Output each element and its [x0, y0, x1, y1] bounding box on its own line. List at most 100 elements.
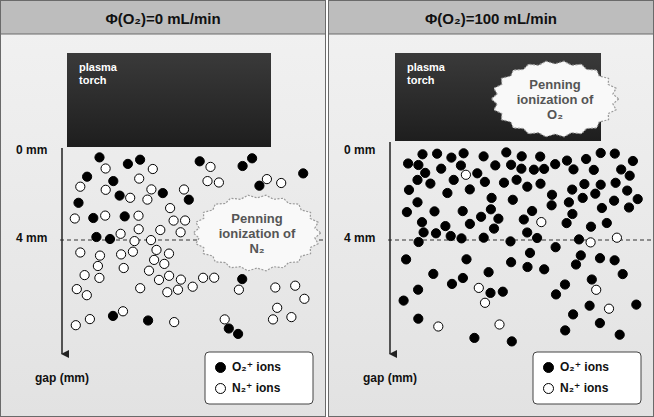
o2-ion-dot — [576, 251, 585, 260]
n2-ion-dot — [592, 285, 601, 294]
o2-ion-dot — [517, 164, 526, 173]
n2-ion-dot — [135, 174, 144, 183]
n2-ion-dot — [214, 178, 223, 187]
o2-ion-dot — [459, 149, 468, 158]
gap-label: 0 mm — [344, 143, 375, 157]
n2-ion-dot — [537, 218, 546, 227]
o2-ion-dot — [462, 255, 471, 264]
legend-row: N₂⁺ ions — [215, 381, 280, 395]
n2-ion-dot — [156, 225, 165, 234]
o2-ion-dot — [507, 258, 516, 267]
n2-ion-dot — [273, 303, 282, 312]
o2-ion-dot — [456, 161, 465, 170]
o2-ion-dot — [184, 195, 193, 204]
o2-ion-dot — [426, 179, 435, 188]
o2-ion-dot — [238, 275, 247, 284]
n2-ion-dot — [612, 233, 621, 242]
n2-ion-dot — [101, 185, 110, 194]
o2-ion-dot — [632, 300, 641, 309]
o2-ion-dot — [414, 160, 423, 169]
o2-ion-dot — [611, 178, 620, 187]
o2-ion-dot — [441, 222, 450, 231]
o2-ion-dot — [569, 310, 578, 319]
o2-ion-dot — [595, 319, 604, 328]
o2-ion-dot — [443, 188, 452, 197]
o2-ion-dot — [248, 154, 257, 163]
o2-ion-dot — [569, 165, 578, 174]
o2-ion-dot — [596, 180, 605, 189]
n2-ion-dot — [287, 313, 296, 322]
o2-ion-dot — [519, 215, 528, 224]
o2-ion-dot — [479, 233, 488, 242]
o2-ion-dot — [507, 337, 516, 346]
gap-label: gap (mm) — [35, 371, 89, 385]
o2-ion-dot — [523, 182, 532, 191]
o2-ion-dot — [628, 156, 637, 165]
legend-row: O₂⁺ ions — [543, 360, 609, 374]
plasma-torch: plasma torch — [67, 53, 271, 147]
o2-ion-dot — [582, 154, 591, 163]
panel: Φ(O₂)=100 mL/minplasma torchPenning ioni… — [328, 0, 654, 417]
o2-ion-dot — [418, 150, 427, 159]
n2-ion-dot — [72, 285, 81, 294]
o2-ion-dot — [115, 191, 124, 200]
o2-ion-dot — [429, 269, 438, 278]
o2-ion-dot — [560, 280, 569, 289]
o2-ion-dot — [457, 234, 466, 243]
n2-ion-dot — [95, 251, 104, 260]
o2-ion-dot — [562, 219, 571, 228]
gap-label: gap (mm) — [363, 371, 417, 385]
o2-ion-dot — [158, 189, 167, 198]
o2-ion-dot — [610, 196, 619, 205]
o2-ion-dot — [487, 193, 496, 202]
starburst-callout: Penning ionization of N₂ — [192, 194, 322, 272]
n2-ion-dot — [150, 255, 159, 264]
o2-ion-dot — [551, 290, 560, 299]
o2-ion-dot — [610, 149, 619, 158]
o2-ion-dot — [404, 185, 413, 194]
n2-ion-dot — [170, 318, 179, 327]
o2-ion-dot — [83, 172, 92, 181]
n2-ion-dot — [146, 236, 155, 245]
legend-row: O₂⁺ ions — [215, 360, 281, 374]
n2-ion-dot — [169, 216, 178, 225]
o2-ion-dot — [615, 330, 624, 339]
n2-ion-dot — [206, 162, 215, 171]
legend-swatch — [215, 362, 226, 373]
n2-ion-dot — [80, 271, 89, 280]
o2-ion-dot — [413, 175, 422, 184]
panel-ground — [328, 0, 654, 417]
n2-ion-dot — [181, 216, 190, 225]
n2-ion-dot — [291, 281, 300, 290]
n2-ion-dot — [119, 263, 128, 272]
legend-swatch — [543, 383, 554, 394]
n2-ion-dot — [300, 294, 309, 303]
o2-ion-dot — [447, 279, 456, 288]
n2-ion-dot — [126, 193, 135, 202]
gap-label: 4 mm — [344, 231, 375, 245]
o2-ion-dot — [551, 243, 560, 252]
n2-ion-dot — [116, 229, 125, 238]
o2-ion-dot — [421, 168, 430, 177]
n2-ion-dot — [76, 182, 85, 191]
o2-ion-dot — [95, 153, 104, 162]
o2-ion-dot — [562, 156, 571, 165]
o2-ion-dot — [597, 203, 606, 212]
n2-ion-dot — [262, 175, 271, 184]
o2-ion-dot — [533, 233, 542, 242]
o2-ion-dot — [484, 268, 493, 277]
o2-ion-dot — [473, 169, 482, 178]
o2-ion-dot — [479, 152, 488, 161]
n2-ion-dot — [164, 249, 173, 258]
n2-ion-dot — [134, 225, 143, 234]
o2-ion-dot — [458, 207, 467, 216]
n2-ion-dot — [474, 283, 483, 292]
o2-ion-dot — [433, 149, 442, 158]
o2-ion-dot — [564, 198, 573, 207]
o2-ion-dot — [402, 208, 411, 217]
o2-ion-dot — [502, 148, 511, 157]
o2-ion-dot — [437, 164, 446, 173]
gap-label: 4 mm — [16, 231, 47, 245]
header-band — [328, 0, 654, 34]
o2-ion-dot — [458, 273, 467, 282]
